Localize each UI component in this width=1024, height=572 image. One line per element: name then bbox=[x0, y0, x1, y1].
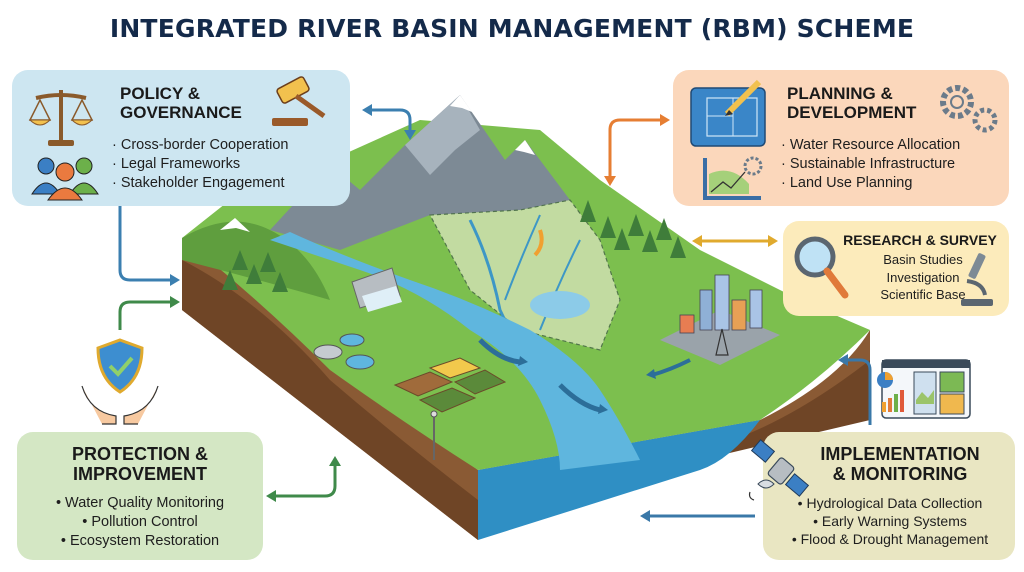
research-item: Investigation bbox=[886, 269, 960, 285]
main-river bbox=[270, 232, 640, 470]
research-connector-arrow bbox=[692, 235, 778, 247]
protection-improvement-panel: PROTECTION & IMPROVEMENT • Water Quality… bbox=[17, 432, 263, 560]
shield-hands-icon bbox=[81, 338, 159, 425]
microscope-icon bbox=[961, 253, 993, 306]
reservoir-lake bbox=[530, 291, 590, 319]
research-title: RESEARCH & SURVEY bbox=[843, 232, 997, 248]
planning-title-line1: PLANNING & bbox=[787, 84, 893, 103]
protection-to-basin-arrow bbox=[118, 296, 180, 330]
protection-item: • Water Quality Monitoring bbox=[55, 495, 225, 511]
watershed-flow-arrow bbox=[533, 229, 544, 257]
city bbox=[660, 274, 780, 365]
protection-title-line2: IMPROVEMENT bbox=[72, 464, 207, 485]
flow-arrow bbox=[651, 358, 691, 377]
policy-item: · Legal Frameworks bbox=[112, 155, 241, 172]
policy-to-basin-arrow bbox=[118, 206, 180, 286]
policy-item: · Cross-border Cooperation bbox=[112, 137, 289, 153]
implementation-title: IMPLEMENTATION & MONITORING bbox=[785, 444, 1015, 484]
planning-items: · Water Resource Allocation · Sustainabl… bbox=[781, 136, 960, 193]
protection-item: • Ecosystem Restoration bbox=[60, 532, 220, 549]
policy-title-line2: GOVERNANCE bbox=[120, 103, 242, 123]
page-title: INTEGRATED RIVER BASIN MANAGEMENT (RBM) … bbox=[109, 14, 915, 43]
policy-governance-panel: POLICY & GOVERNANCE · Cross-border Coope… bbox=[12, 70, 350, 206]
implementation-to-water-arrow bbox=[640, 510, 755, 522]
blueprint-pencil-icon bbox=[690, 79, 766, 147]
protection-item: • Pollution Control bbox=[82, 513, 198, 530]
chart-ruler-gear-icon bbox=[703, 156, 763, 200]
water-front-block bbox=[478, 420, 760, 540]
water-treatment-plant bbox=[313, 333, 375, 370]
dam bbox=[351, 267, 402, 312]
flow-arrow bbox=[478, 338, 521, 365]
implementation-title-line2: & MONITORING bbox=[832, 464, 968, 485]
policy-title: POLICY & GOVERNANCE bbox=[120, 84, 242, 122]
implementation-item: • Flood & Drought Management bbox=[791, 531, 989, 548]
implementation-item: • Hydrological Data Collection bbox=[797, 495, 983, 511]
research-survey-panel: RESEARCH & SURVEY Basin Studies Investig… bbox=[783, 221, 1009, 316]
policy-item: · Stakeholder Engagement bbox=[112, 174, 285, 191]
planning-item: · Land Use Planning bbox=[781, 174, 913, 191]
planning-development-panel: PLANNING & DEVELOPMENT · Water Resource … bbox=[673, 70, 1009, 206]
implementation-title-line1: IMPLEMENTATION bbox=[820, 444, 980, 464]
planning-item: · Sustainable Infrastructure bbox=[781, 155, 956, 172]
snow-cap bbox=[450, 95, 472, 112]
planning-title: PLANNING & DEVELOPMENT bbox=[787, 84, 916, 122]
implementation-monitoring-panel: IMPLEMENTATION & MONITORING • Hydrologic… bbox=[763, 432, 1015, 560]
dashboard-icon bbox=[877, 359, 971, 419]
protection-items: • Water Quality Monitoring • Pollution C… bbox=[17, 494, 263, 551]
satellite-icon bbox=[748, 439, 810, 501]
magnifying-glass-icon bbox=[794, 236, 849, 299]
research-item: Scientific Base bbox=[880, 287, 966, 303]
policy-connector-arrow bbox=[362, 104, 416, 140]
forest-right bbox=[580, 200, 686, 258]
research-item: Basin Studies bbox=[883, 252, 963, 267]
gavel-icon bbox=[272, 76, 326, 126]
scales-of-justice-icon bbox=[28, 90, 94, 146]
agricultural-fields bbox=[393, 357, 507, 413]
policy-title-line1: POLICY & bbox=[120, 84, 200, 103]
protection-title: PROTECTION & IMPROVEMENT bbox=[17, 444, 263, 484]
policy-items: · Cross-border Cooperation · Legal Frame… bbox=[112, 136, 289, 193]
implementation-item: • Early Warning Systems bbox=[813, 513, 967, 530]
dashboard-to-basin-arrow bbox=[838, 354, 872, 425]
forest-left bbox=[222, 250, 288, 292]
planning-item: · Water Resource Allocation bbox=[781, 137, 961, 153]
protection-connector-arrow bbox=[266, 456, 341, 502]
planning-title-line2: DEVELOPMENT bbox=[787, 103, 917, 123]
flow-arrow bbox=[558, 383, 601, 413]
gears-icon bbox=[940, 85, 998, 133]
implementation-items: • Hydrological Data Collection • Early W… bbox=[765, 494, 1015, 549]
stakeholders-group-icon bbox=[31, 157, 99, 201]
planning-connector-arrow bbox=[604, 114, 670, 186]
research-items: Basin Studies Investigation Scientific B… bbox=[873, 251, 973, 304]
protection-title-line1: PROTECTION & bbox=[71, 444, 208, 464]
monitoring-gauge bbox=[430, 410, 438, 460]
